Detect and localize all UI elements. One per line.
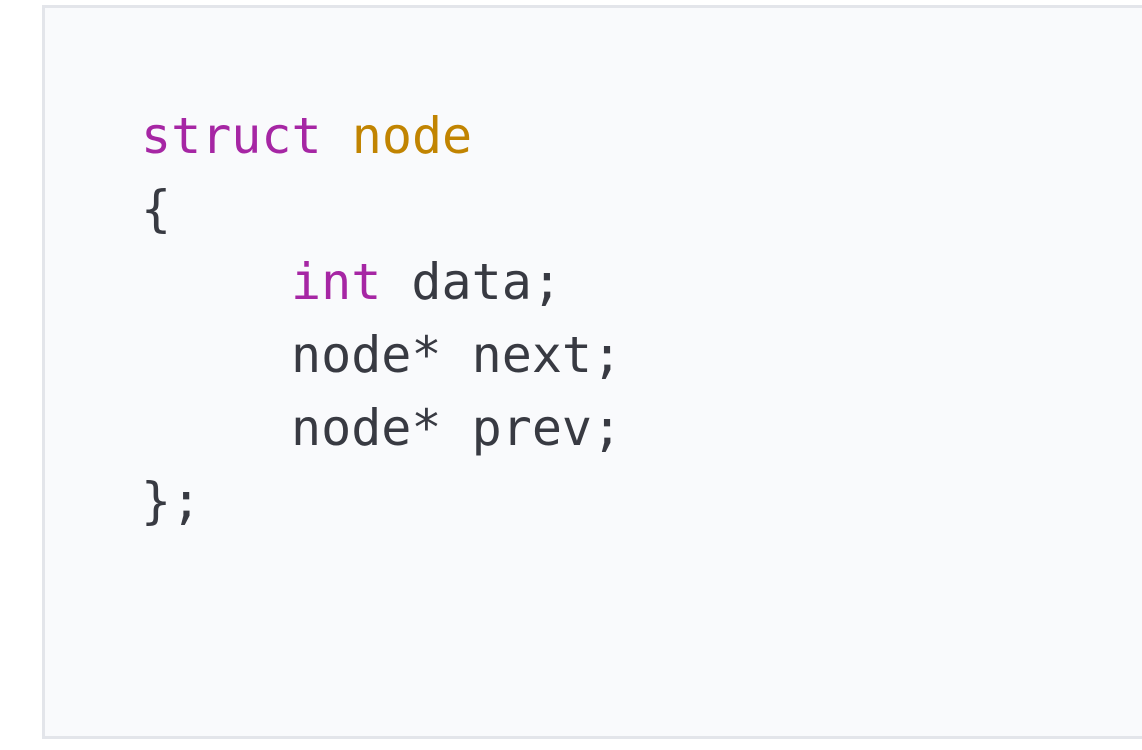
open-brace: { [141, 180, 172, 238]
code-line-5: node* prev; [141, 392, 622, 465]
code-line-2: { [141, 173, 622, 246]
code-block: struct node { int data; node* next; node* pr… [42, 5, 1142, 739]
keyword-struct: struct [141, 107, 322, 165]
code-line-3: int data; [141, 246, 622, 319]
keyword-int: int [291, 253, 382, 311]
field-next: node* next; [291, 326, 623, 384]
code-line-4: node* next; [141, 319, 622, 392]
space [322, 107, 352, 165]
code-line-1: struct node [141, 100, 622, 173]
field-prev: node* prev; [291, 399, 623, 457]
close-brace: }; [141, 472, 202, 530]
code-listing: struct node { int data; node* next; node* pr… [141, 100, 622, 538]
type-name-node: node [351, 107, 473, 165]
code-line-6: }; [141, 465, 622, 538]
field-data: data; [381, 253, 562, 311]
